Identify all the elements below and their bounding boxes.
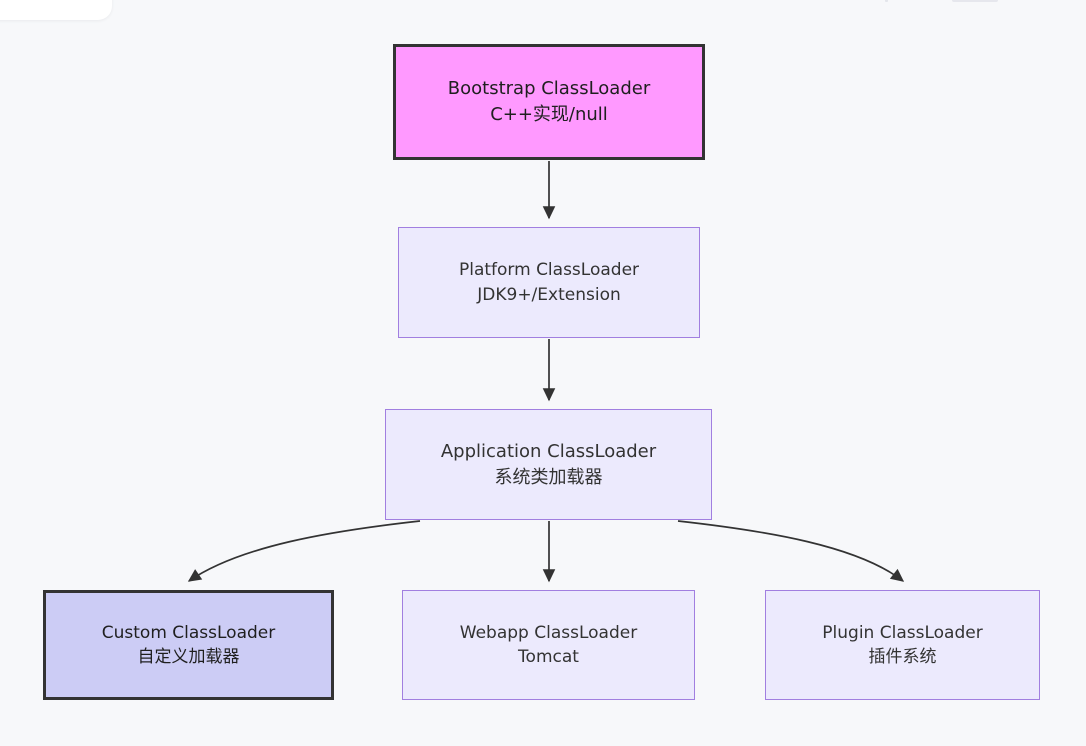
node-platform-line2: JDK9+/Extension	[477, 284, 621, 305]
node-custom-line2: 自定义加载器	[137, 647, 240, 667]
node-plugin-classloader[interactable]: Plugin ClassLoader 插件系统	[765, 590, 1040, 700]
node-webapp-classloader[interactable]: Webapp ClassLoader Tomcat	[402, 590, 695, 700]
window-chrome-tick	[885, 0, 888, 2]
edge-application-to-custom	[187, 520, 421, 582]
node-webapp-line1: Webapp ClassLoader	[459, 622, 638, 643]
node-bootstrap-line2: C++实现/null	[490, 104, 608, 125]
node-bootstrap-line1: Bootstrap ClassLoader	[447, 78, 651, 100]
node-plugin-line2: 插件系统	[868, 647, 937, 667]
edge-application-to-plugin	[677, 520, 905, 582]
node-custom-classloader[interactable]: Custom ClassLoader 自定义加载器	[43, 590, 334, 700]
node-webapp-line2: Tomcat	[518, 647, 579, 667]
node-platform-classloader[interactable]: Platform ClassLoader JDK9+/Extension	[398, 227, 700, 338]
node-application-line2: 系统类加载器	[494, 466, 603, 488]
node-plugin-line1: Plugin ClassLoader	[822, 622, 983, 643]
window-chrome-top-left	[0, 0, 112, 20]
node-application-line1: Application ClassLoader	[440, 440, 657, 462]
node-custom-line1: Custom ClassLoader	[101, 622, 276, 643]
node-bootstrap-classloader[interactable]: Bootstrap ClassLoader C++实现/null	[393, 44, 705, 160]
window-chrome-top-right	[952, 0, 998, 2]
node-platform-line1: Platform ClassLoader	[458, 260, 640, 281]
node-application-classloader[interactable]: Application ClassLoader 系统类加载器	[385, 409, 712, 520]
